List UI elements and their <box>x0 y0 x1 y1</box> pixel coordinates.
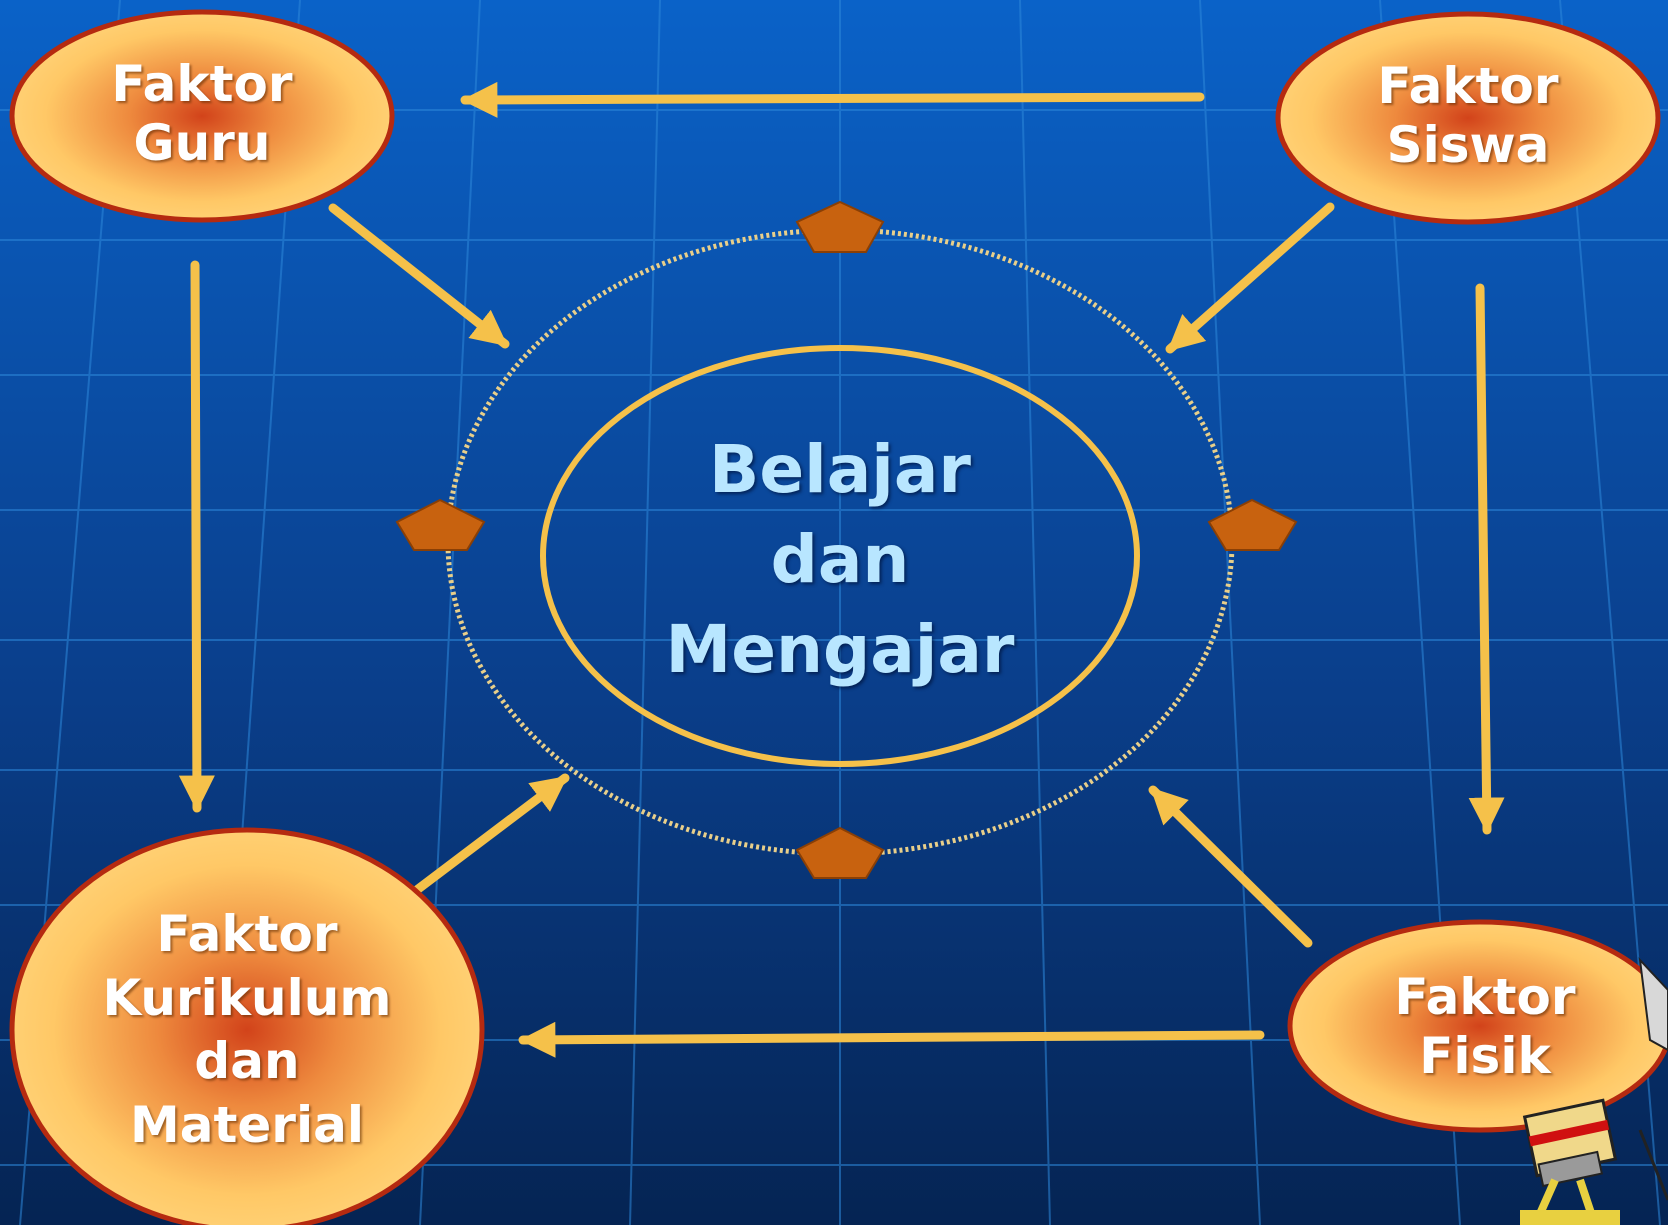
pentagon-bottom <box>795 826 885 879</box>
node-kurikulum-shape <box>9 827 485 1225</box>
pentagon-left <box>395 498 486 551</box>
arrow-siswa-to-center <box>1165 202 1335 354</box>
node-kurikulum-line-3: dan <box>194 1032 300 1090</box>
node-guru-line-2: Guru <box>133 113 271 172</box>
center-label: Belajar dan Mengajar <box>620 425 1060 695</box>
arrow-guru-to-center <box>328 203 510 349</box>
arrow-siswa-to-guru <box>460 81 1205 118</box>
node-siswa-label: Faktor Siswa <box>1353 57 1583 174</box>
node-kurikulum-line-4: Material <box>130 1095 364 1154</box>
center-line-3: Mengajar <box>665 611 1015 688</box>
node-fisik-line-1: Faktor <box>1394 968 1576 1026</box>
node-kurikulum-line-2: Kurikulum <box>102 968 392 1027</box>
arrow-kurikulum-to-center <box>388 773 570 913</box>
pentagon-right <box>1207 498 1298 551</box>
camera-tripod-icon <box>1520 957 1668 1225</box>
node-fisik-shape <box>1287 919 1668 1133</box>
center-line-1: Belajar <box>709 431 971 508</box>
node-siswa-line-2: Siswa <box>1386 115 1550 174</box>
node-kurikulum-line-1: Faktor <box>156 905 338 963</box>
node-fisik-line-2: Fisik <box>1419 1026 1551 1085</box>
center-line-2: dan <box>770 521 910 598</box>
pentagon-top <box>795 200 885 253</box>
arrow-fisik-to-center <box>1148 785 1313 948</box>
node-fisik-label: Faktor Fisik <box>1370 968 1600 1085</box>
connector-arrows <box>178 81 1505 1058</box>
node-guru-line-1: Faktor <box>111 55 293 113</box>
node-siswa-line-1: Faktor <box>1377 57 1559 115</box>
center-ellipse <box>540 345 1140 767</box>
arrow-siswa-to-fisik <box>1468 283 1505 835</box>
node-kurikulum-label: Faktor Kurikulum dan Material <box>97 903 397 1157</box>
arrow-guru-to-kurikulum <box>178 260 215 813</box>
node-guru-label: Faktor Guru <box>87 55 317 172</box>
node-siswa-shape <box>1275 11 1661 225</box>
arrow-fisik-to-kurikulum <box>518 1021 1265 1058</box>
node-guru-shape <box>9 9 395 223</box>
